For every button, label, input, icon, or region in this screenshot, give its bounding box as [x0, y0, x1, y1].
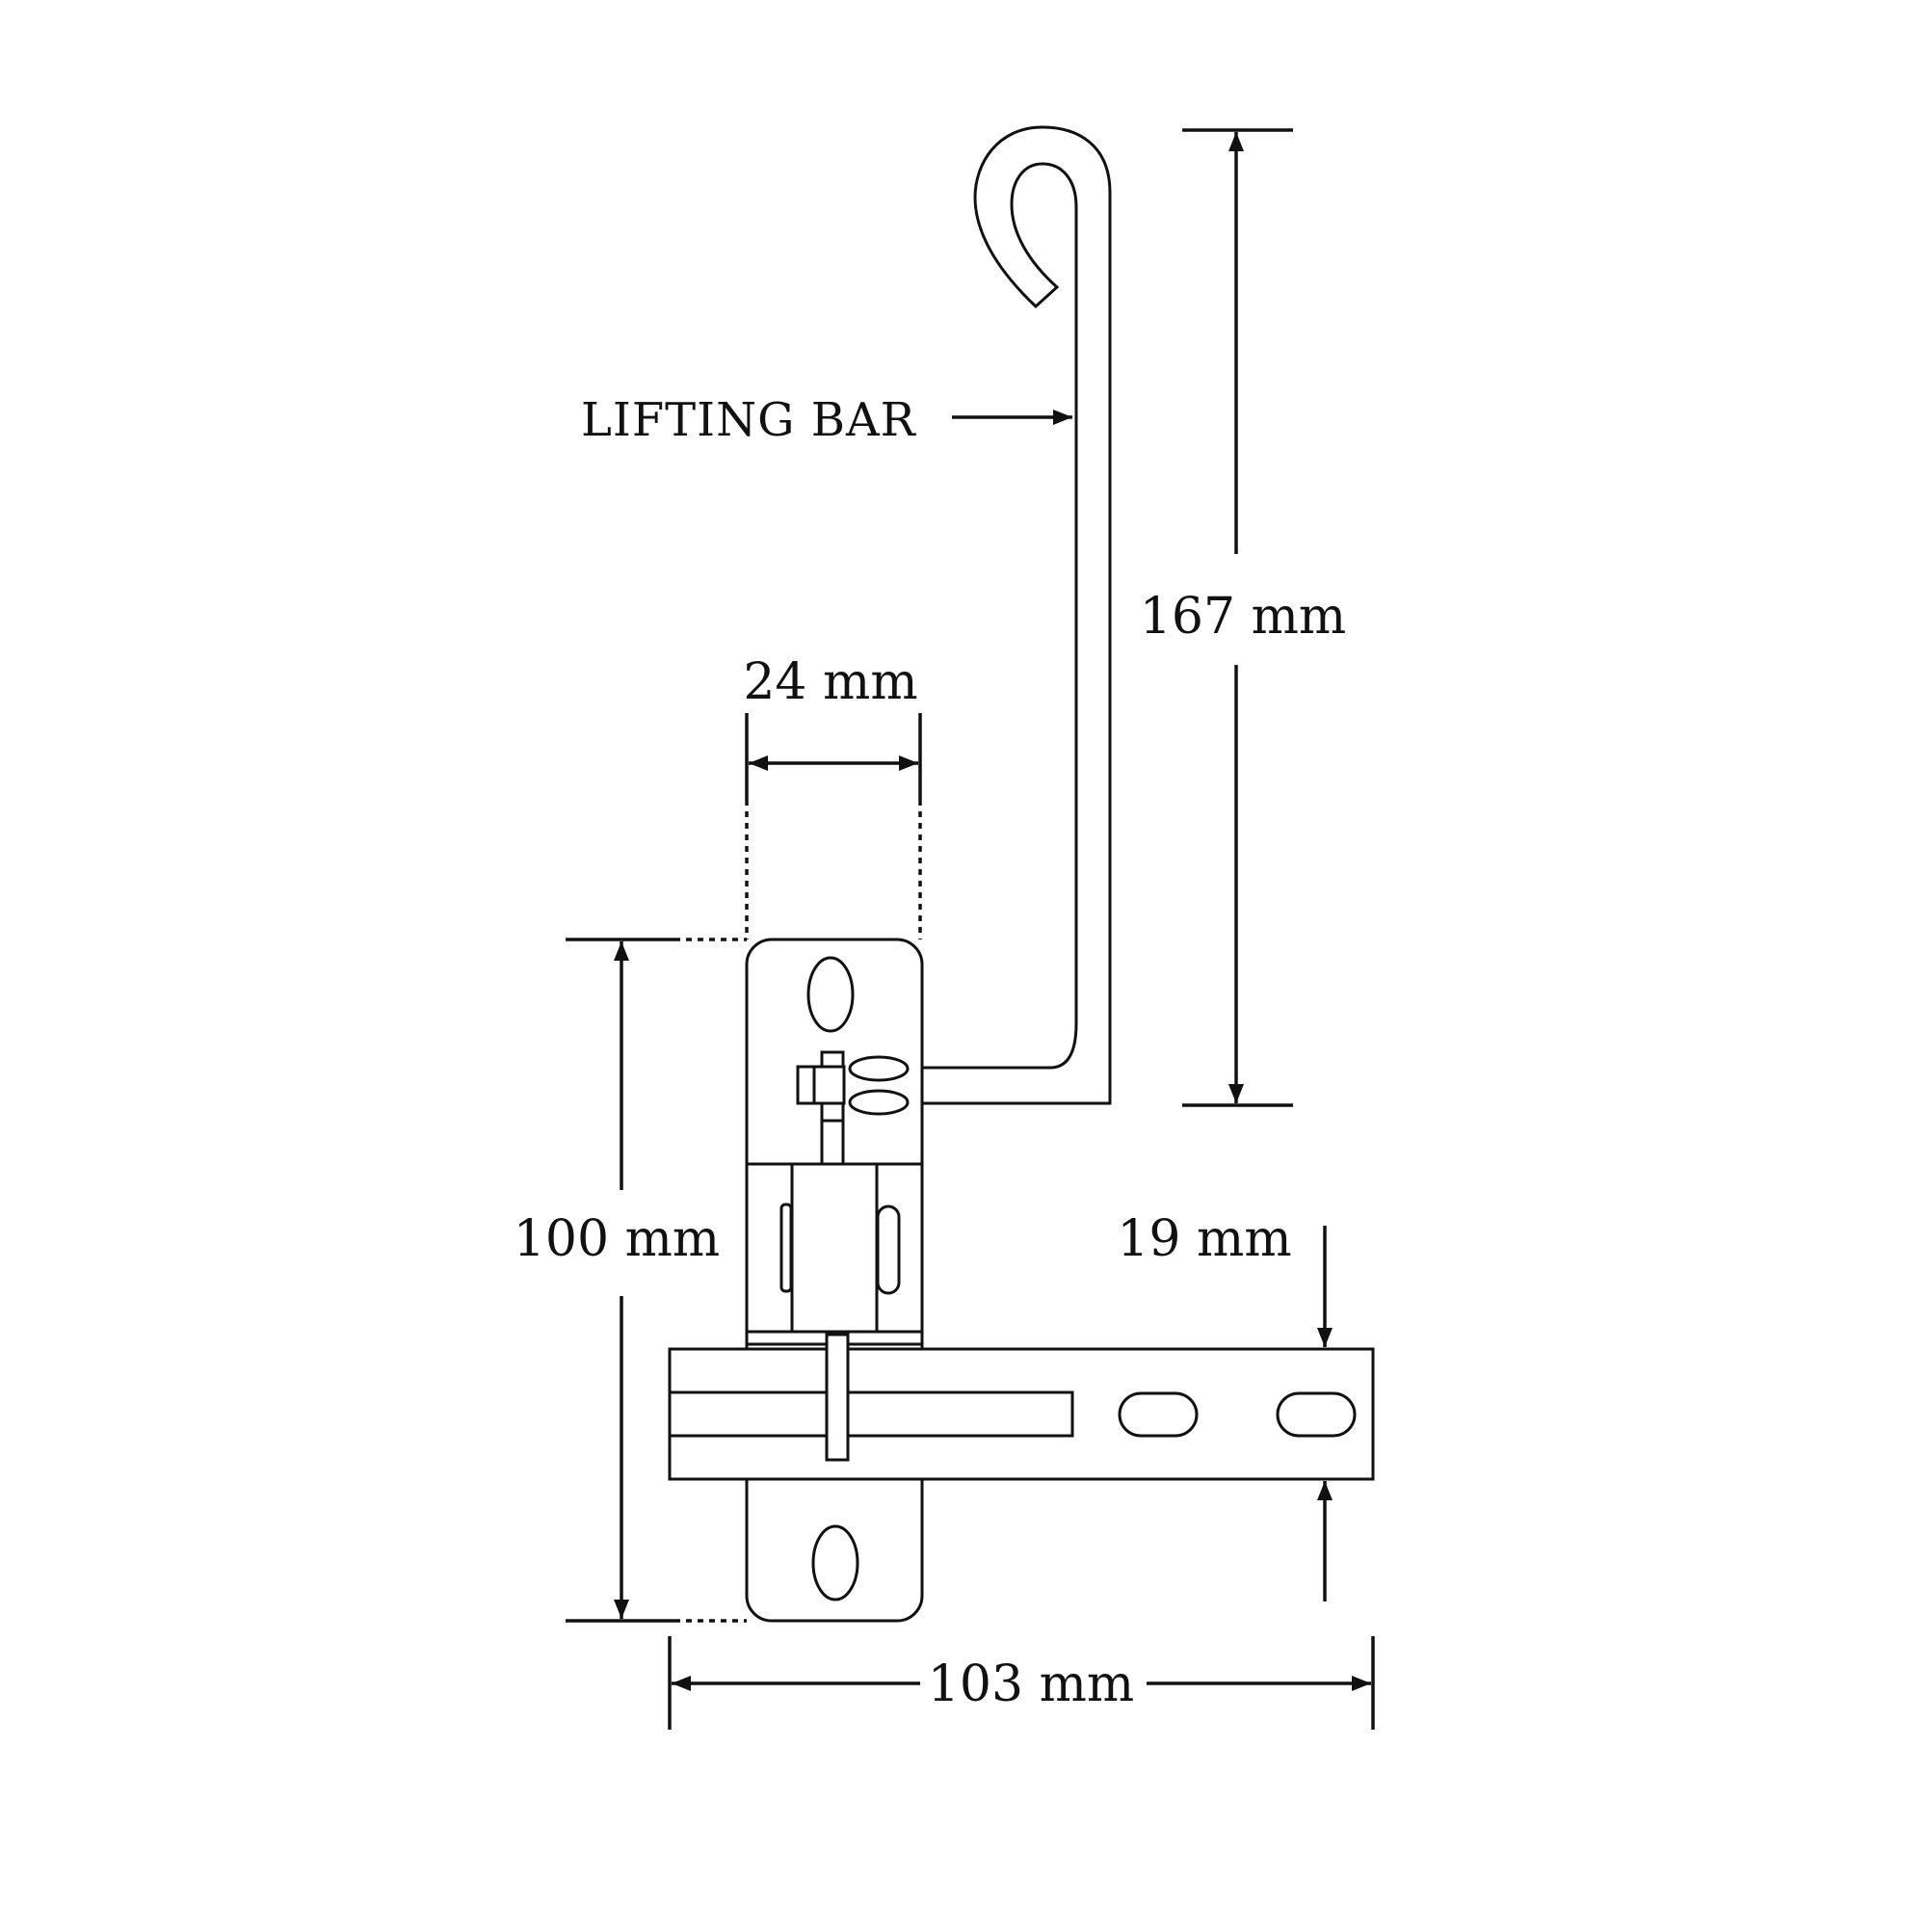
plate-slot-top [806, 956, 855, 1033]
arm-slot-1 [1118, 1391, 1199, 1438]
dimension-103 [668, 1636, 1375, 1730]
dim-100-label: 100 mm [514, 1210, 720, 1268]
dim-103-label: 103 mm [928, 1655, 1134, 1713]
dimension-24 [745, 713, 922, 940]
plate-side-slot-right [876, 1204, 901, 1295]
lifting-bar-label: LIFTING BAR [581, 393, 917, 447]
pivot-eye-lower [848, 1089, 910, 1116]
arm-slot-2 [1276, 1391, 1357, 1438]
dimension-100 [566, 938, 747, 1623]
horizontal-arm [668, 1333, 1375, 1481]
dim-167-label: 167 mm [1140, 588, 1346, 646]
lifting-bar-outer [920, 125, 1112, 1105]
mounting-plate [745, 938, 924, 1623]
arm-clip [825, 1333, 850, 1462]
pivot-pin-head [796, 1065, 846, 1105]
plate-outline [745, 938, 924, 1623]
plate-slot-bottom [811, 1524, 859, 1601]
pivot-eye-upper [848, 1055, 910, 1082]
arm-outline [668, 1347, 1375, 1481]
lifting-bar [920, 125, 1112, 1105]
plate-side-slot-left [779, 1203, 793, 1293]
dimension-167 [1182, 128, 1293, 1107]
dim-19-label: 19 mm [1117, 1210, 1291, 1268]
dim-24-label: 24 mm [743, 653, 917, 711]
arm-channel [668, 1390, 1074, 1438]
